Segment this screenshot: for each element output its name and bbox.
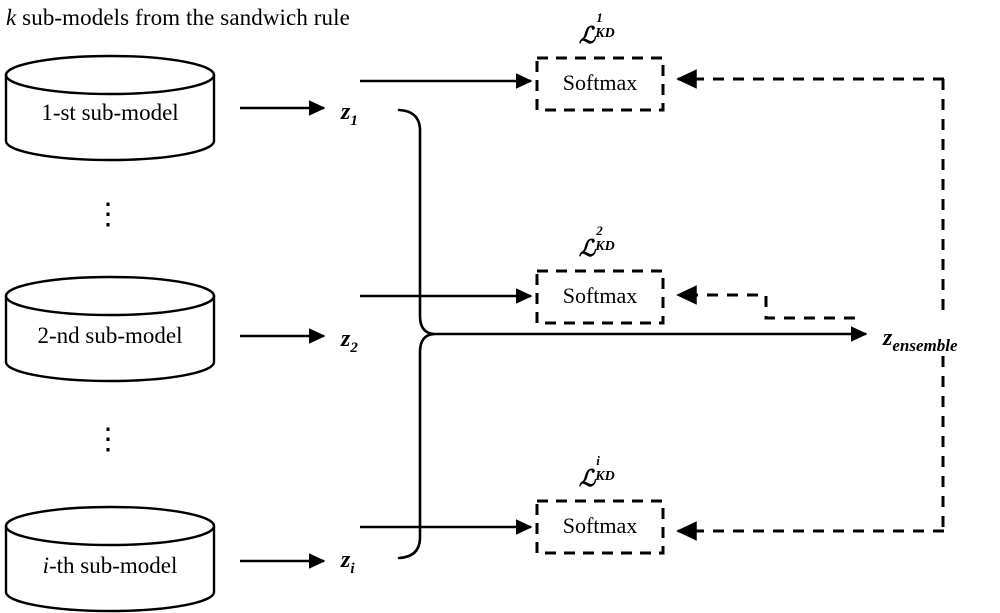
cylinder-submodel-3	[4, 505, 216, 613]
logit-1-base: z	[341, 99, 351, 125]
softmax-3-text: Softmax	[562, 513, 638, 538]
softmax-box-1	[535, 56, 665, 112]
ensemble-base: z	[883, 325, 893, 351]
loss-2-symbol: ℒ	[578, 236, 596, 261]
logit-label-2: z2	[341, 327, 358, 356]
softmax-box-3	[535, 499, 665, 555]
logit-label-1: z1	[341, 100, 358, 129]
submodel-3-label-variable: i	[42, 553, 49, 578]
submodel-1-label: 1-st sub-model	[6, 101, 214, 124]
loss-3-symbol: ℒ	[578, 466, 596, 491]
logit-1-subscript: 1	[350, 112, 358, 129]
dashed-feedback-arrow-2	[676, 285, 855, 320]
softmax-label-1: Softmax	[537, 72, 663, 94]
figure-title: k sub-models from the sandwich rule	[6, 6, 350, 29]
loss-3-subscript: KD	[595, 469, 615, 484]
logit-2-base: z	[341, 326, 351, 352]
softmax-1-text: Softmax	[562, 70, 638, 95]
cylinder-submodel-1	[4, 54, 216, 162]
softmax-box-2	[535, 269, 665, 325]
submodel-3-label-text: -th sub-model	[48, 553, 178, 578]
figure-title-variable: k	[6, 5, 17, 30]
logit-3-base: z	[341, 547, 351, 573]
softmax-label-3: Softmax	[537, 515, 663, 537]
submodel-2-label-text: 2-nd sub-model	[37, 323, 183, 348]
aggregation-brace	[397, 108, 436, 560]
vertical-ellipsis-1: ⋮	[92, 200, 124, 230]
loss-1-symbol: ℒ	[578, 23, 596, 48]
vertical-ellipsis-2: ⋮	[92, 425, 124, 455]
submodel-1-label-text: 1-st sub-model	[41, 100, 179, 125]
submodel-2-label: 2-nd sub-model	[6, 324, 214, 347]
cylinder-submodel-2	[4, 275, 216, 383]
ensemble-logit-label: zensemble	[880, 324, 961, 356]
loss-1-subscript: KD	[595, 26, 615, 41]
loss-2-subscript: KD	[595, 239, 615, 254]
submodel-3-label: i-th sub-model	[6, 554, 214, 577]
figure-title-rest: sub-models from the sandwich rule	[16, 5, 350, 30]
logit-label-3: zi	[341, 548, 355, 577]
loss-2-superscript: 2	[596, 223, 603, 238]
logit-3-subscript: i	[350, 560, 355, 577]
loss-1-superscript: 1	[596, 10, 603, 25]
vertical-ellipsis-2-glyph: ⋮	[93, 423, 123, 456]
ensemble-subscript: ensemble	[892, 335, 958, 355]
loss-3-superscript: i	[596, 453, 600, 468]
softmax-2-text: Softmax	[562, 283, 638, 308]
logit-2-subscript: 2	[350, 339, 358, 356]
softmax-label-2: Softmax	[537, 285, 663, 307]
vertical-ellipsis-1-glyph: ⋮	[93, 198, 123, 231]
